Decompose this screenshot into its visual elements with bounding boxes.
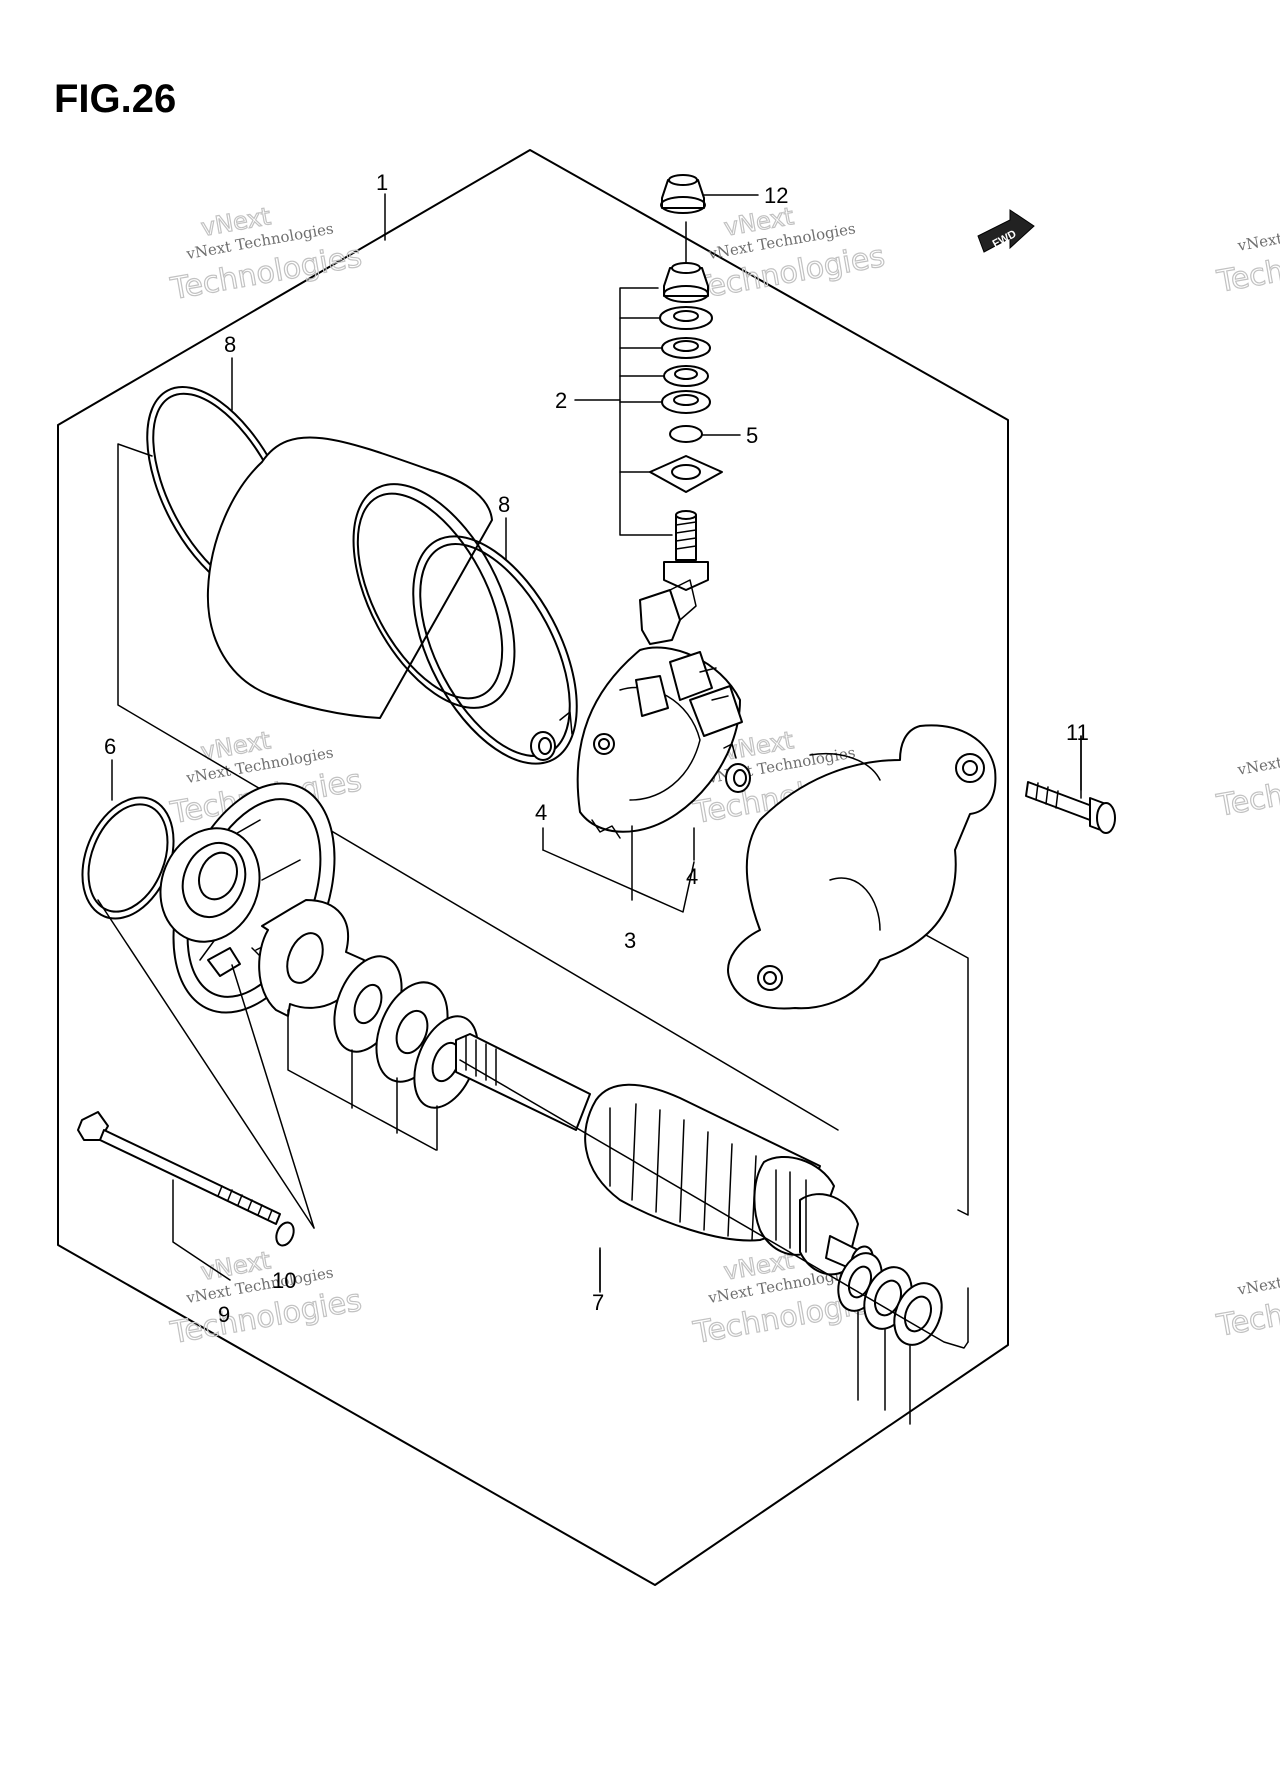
callout-5: 5 xyxy=(746,423,758,448)
leader-lines xyxy=(111,193,1082,1291)
callout-8-right: 8 xyxy=(498,492,510,517)
brush-plate-group xyxy=(530,646,751,839)
callout-10: 10 xyxy=(272,1268,296,1293)
callout-12: 12 xyxy=(764,183,788,208)
yoke-group xyxy=(117,386,969,1216)
yoke-housing xyxy=(206,436,493,719)
watermark: vNext Technologies Technologies xyxy=(1213,1255,1280,1344)
callout-3: 3 xyxy=(624,928,636,953)
callout-6: 6 xyxy=(104,734,116,759)
group-brackets xyxy=(459,1059,969,1349)
watermark: vNext Technologies Technologies xyxy=(1213,211,1280,300)
insulator xyxy=(649,455,723,493)
watermark: vNext Technologies Technologies xyxy=(1213,735,1280,824)
fwd-arrow-icon: FWD xyxy=(977,209,1035,253)
callout-11: 11 xyxy=(1066,720,1089,745)
svg-text:vNext Technologies: vNext Technologies xyxy=(1235,211,1280,255)
terminal-stack xyxy=(574,174,759,645)
callout-9: 9 xyxy=(218,1302,230,1327)
callout-7: 7 xyxy=(592,1290,604,1315)
through-bolt-9 xyxy=(77,1111,295,1281)
watermark: vNext vNext Technologies Technologies xyxy=(167,1246,365,1352)
svg-text:vNext Technologies: vNext Technologies xyxy=(1235,735,1280,779)
o-ring-8-right xyxy=(412,535,578,765)
o-ring-10 xyxy=(275,1221,295,1247)
figure-title: FIG.26 xyxy=(54,77,176,121)
assembly-outline xyxy=(57,149,1009,1586)
callout-4-right: 4 xyxy=(686,864,698,889)
callout-8-left: 8 xyxy=(224,332,236,357)
callout-2: 2 xyxy=(555,388,567,413)
watermark: vNext vNext Technologies Technologies xyxy=(167,202,365,308)
armature xyxy=(455,1033,874,1293)
rear-washers xyxy=(837,1252,943,1425)
callout-1: 1 xyxy=(376,170,388,195)
brush xyxy=(639,589,681,645)
washer-group xyxy=(258,899,479,1151)
end-cover xyxy=(727,724,997,1010)
o-ring-5 xyxy=(669,425,703,443)
svg-text:vNext Technologies: vNext Technologies xyxy=(1235,1255,1280,1299)
bolt-11 xyxy=(1025,735,1116,834)
callout-4-left: 4 xyxy=(535,800,547,825)
